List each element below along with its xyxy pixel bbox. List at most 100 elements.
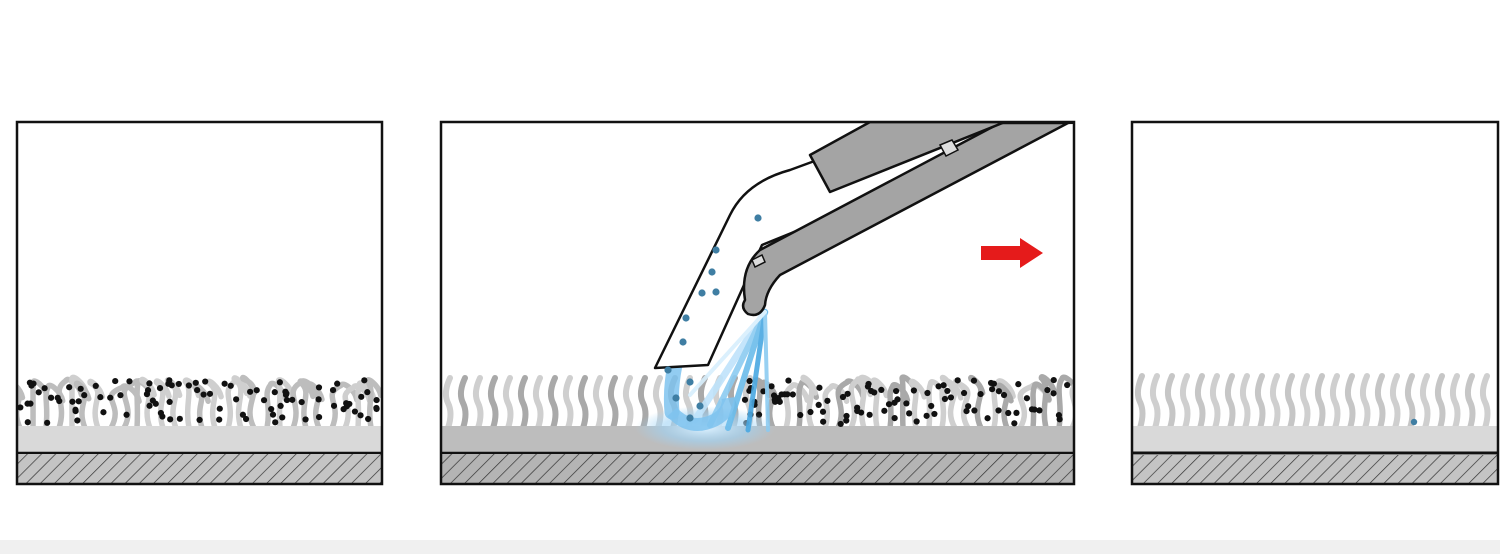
dirt-particle xyxy=(1050,390,1057,397)
carpet-fibers-upright xyxy=(1134,373,1491,431)
dirt-particle xyxy=(954,377,961,384)
extraction-wand xyxy=(653,122,1074,370)
carpet-fiber xyxy=(297,378,316,431)
carpet-fiber xyxy=(17,383,26,431)
floor-hatch xyxy=(441,454,1074,484)
carpet-fiber xyxy=(87,378,106,431)
carpet-fiber xyxy=(1149,373,1161,431)
carpet-fiber xyxy=(835,378,866,431)
dirt-particle xyxy=(977,390,984,398)
carpet-fiber xyxy=(592,375,604,431)
dirt-particle xyxy=(221,380,228,387)
right-arrow-icon xyxy=(981,238,1043,268)
carpet-fiber xyxy=(562,375,574,431)
suctioned-particle xyxy=(754,214,762,222)
dirt-particle xyxy=(1036,407,1043,414)
dirt-particle xyxy=(931,410,938,418)
suctioned-particle xyxy=(664,366,672,374)
carpet-fiber xyxy=(1479,373,1491,431)
dirt-particle xyxy=(315,396,322,403)
carpet-fiber xyxy=(307,381,325,431)
carpet-fiber xyxy=(1314,373,1326,431)
carpet-fiber xyxy=(502,375,514,431)
dirt-particle xyxy=(146,380,153,387)
panel-before-frame xyxy=(15,120,384,486)
dirt-particle xyxy=(196,416,203,423)
carpet-fiber xyxy=(822,383,850,431)
dirt-particle xyxy=(357,412,364,419)
carpet-fiber xyxy=(783,382,811,431)
dirt-particle xyxy=(279,414,286,421)
panel-after xyxy=(1130,120,1500,486)
dirt-particle xyxy=(343,403,350,410)
suctioned-particle xyxy=(686,414,694,422)
carpet-fiber xyxy=(442,375,454,431)
dirt-particle xyxy=(923,412,930,419)
carpet-fiber xyxy=(1449,373,1461,431)
carpet-fiber xyxy=(1224,373,1236,431)
dirt-particle xyxy=(820,418,827,425)
dirt-particle xyxy=(283,396,291,404)
bottom-strip xyxy=(0,540,1500,554)
dirt-particle xyxy=(216,416,223,423)
carpet-fiber xyxy=(457,375,469,431)
dirt-particle xyxy=(963,408,970,415)
carpet-fiber xyxy=(364,377,382,431)
dirt-particle xyxy=(260,397,268,404)
dirt-particle xyxy=(364,389,371,396)
dirt-particle xyxy=(1056,416,1063,423)
residual-particle xyxy=(1410,418,1418,426)
dirt-particle xyxy=(47,394,55,401)
dirt-particle xyxy=(216,405,223,412)
dirt-particle xyxy=(913,418,920,425)
carpet-fiber xyxy=(1284,373,1296,431)
dirt-particle xyxy=(928,402,935,410)
carpet-fiber xyxy=(73,380,92,431)
dirt-particle xyxy=(269,411,277,418)
dirt-particle xyxy=(965,403,972,410)
dirt-particle xyxy=(970,377,978,384)
panel-during-frame xyxy=(439,120,1076,486)
dirt-particle xyxy=(167,416,174,423)
carpet-fiber xyxy=(231,375,250,431)
carpet-fiber xyxy=(1269,373,1281,431)
dirt-particle xyxy=(771,398,779,405)
dirt-particle xyxy=(881,407,888,414)
dirt-particle xyxy=(358,393,365,400)
water-spray-jets xyxy=(688,308,770,433)
dirt-particle xyxy=(373,396,380,404)
carpet-fiber xyxy=(240,374,258,431)
carpet-backing xyxy=(1132,426,1498,453)
dirt-particle xyxy=(277,402,284,409)
carpet-fiber xyxy=(1299,373,1311,431)
dirt-particle xyxy=(990,380,997,387)
carpet-fiber xyxy=(1419,373,1431,431)
dirt-particle xyxy=(361,377,368,384)
dirt-particle xyxy=(784,391,791,398)
dirt-particle xyxy=(906,410,913,417)
carpet-fiber xyxy=(1069,383,1074,431)
dirt-particle xyxy=(27,400,34,407)
dirt-particle xyxy=(940,382,947,389)
suctioned-particle xyxy=(679,338,687,346)
dirt-particle xyxy=(837,420,844,428)
carpet-fiber xyxy=(996,382,1014,431)
carpet-fiber xyxy=(1239,373,1251,431)
dirt-particle xyxy=(984,415,991,422)
carpet-fiber xyxy=(472,375,484,431)
dirt-particle xyxy=(989,386,996,393)
dirt-particle xyxy=(276,379,283,386)
dirt-particle xyxy=(785,377,792,384)
panel-during xyxy=(439,120,1076,486)
dirt-particle xyxy=(1015,381,1022,388)
carpet-fiber xyxy=(968,374,986,431)
dirt-particle xyxy=(156,384,164,392)
dirt-particle xyxy=(100,409,107,416)
dirt-particle xyxy=(28,382,35,389)
dirt-particle xyxy=(112,377,119,385)
dirt-particle xyxy=(283,390,290,397)
carpet-fiber xyxy=(1404,373,1416,431)
dirt-particle xyxy=(843,412,850,420)
carpet-backing xyxy=(17,426,382,453)
carpet-fiber xyxy=(908,378,928,431)
